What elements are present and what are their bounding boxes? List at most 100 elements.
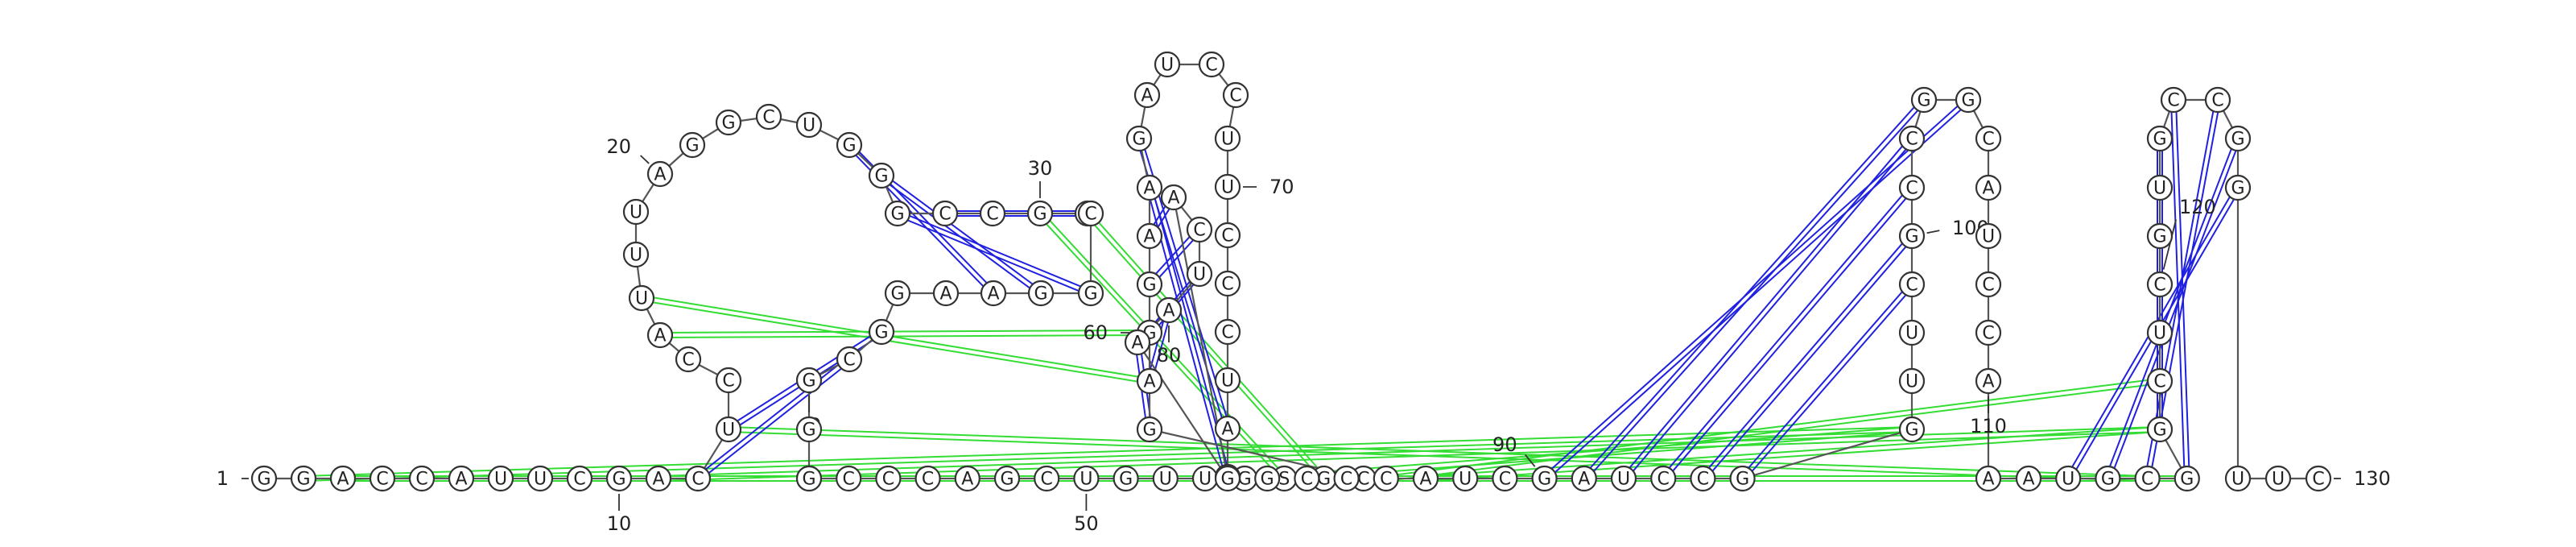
nucleotide-letter: C	[1982, 276, 1994, 296]
position-marker: 10	[607, 494, 632, 535]
nucleotide-66: U	[1154, 51, 1181, 78]
nucleotide-letter: A	[961, 470, 973, 490]
nucleotide-letter: C	[722, 371, 734, 392]
nucleotide-3: A	[329, 465, 357, 492]
nucleotide-letter: A	[1162, 301, 1174, 321]
nucleotide-letter: A	[1131, 334, 1143, 354]
base-pair	[1620, 136, 1915, 481]
nucleotide-30: G	[1026, 200, 1054, 227]
nucleotide-letter: C	[1229, 86, 1241, 106]
nucleotide-letter: G	[1917, 91, 1930, 111]
nucleotide-49: C	[1034, 465, 1060, 492]
nucleotide-122: U	[2146, 174, 2174, 201]
nucleotide-letter: G	[1538, 470, 1551, 490]
nucleotide-letter: C	[1380, 470, 1392, 490]
nucleotide-letter: U	[1905, 324, 1918, 344]
nucleotide-letter: C	[1697, 470, 1709, 490]
nucleotide-82: G	[1214, 465, 1241, 492]
nucleotide-83: G	[1254, 465, 1281, 492]
nucleotide-102: C	[1898, 125, 1926, 152]
base-pair	[2104, 137, 2241, 480]
nucleotide-letter: C	[2211, 91, 2223, 111]
nucleotide-61: G	[1136, 271, 1163, 298]
nucleotide-104: G	[1955, 86, 1982, 114]
nucleotide-36: A	[932, 280, 960, 307]
nucleotide-letter: U	[803, 116, 815, 136]
nucleotide-letter: C	[939, 205, 951, 225]
nucleotide-17: U	[628, 284, 655, 312]
nucleotide-letter: U	[1221, 178, 1234, 198]
position-label: 10	[607, 512, 632, 535]
nucleotide-14: C	[715, 367, 742, 394]
nucleotide-68: C	[1222, 81, 1249, 109]
position-marker: 60	[1083, 321, 1134, 344]
position-label: 70	[1269, 176, 1294, 198]
nucleotide-letter: G	[612, 470, 625, 490]
nucleotide-84: C	[1294, 465, 1320, 492]
nucleotide-letter: C	[2167, 91, 2179, 111]
nucleotide-62: A	[1136, 222, 1163, 250]
nucleotide-59: A	[1136, 367, 1163, 395]
position-marker: 50	[1074, 494, 1099, 535]
nucleotide-74: U	[1214, 367, 1241, 394]
nucleotide-letter: C	[1084, 205, 1096, 225]
position-marker: 90	[1492, 433, 1536, 467]
nucleotide-9: C	[566, 465, 593, 492]
position-label: 30	[1028, 157, 1053, 180]
nucleotide-15: C	[675, 346, 702, 373]
nucleotide-11: A	[645, 465, 672, 492]
nucleotide-44: C	[836, 465, 862, 492]
nucleotide-32: C	[1077, 200, 1104, 227]
nucleotide-114: G	[2095, 465, 2121, 492]
nucleotide-6: A	[448, 465, 475, 492]
base-pair	[2170, 99, 2190, 479]
nucleotide-1: G	[250, 465, 278, 492]
nucleotide-letter: G	[1961, 91, 1975, 111]
nucleotide-129: U	[2264, 465, 2292, 492]
nucleotide-letter: G	[1905, 421, 1918, 441]
nucleotide-letter: G	[1220, 470, 1234, 490]
nucleotide-118: C	[2146, 367, 2174, 395]
nucleotide-letter: G	[890, 205, 904, 225]
nucleotide-letter: A	[1143, 372, 1155, 392]
nucleotide-52: U	[1152, 465, 1179, 492]
nucleotide-letter: U	[1159, 470, 1172, 490]
nucleotide-letter: A	[1982, 179, 1994, 199]
position-marker: 30	[1028, 157, 1053, 198]
nucleotide-letter: C	[1301, 470, 1313, 490]
base-pair	[1581, 97, 1926, 481]
nucleotide-125: C	[2204, 86, 2231, 114]
nucleotide-letter: G	[890, 284, 904, 305]
nucleotide-letter: C	[882, 470, 894, 490]
nucleotide-letter: S	[1278, 470, 1290, 490]
nucleotide-97: U	[1898, 367, 1926, 395]
nucleotide-letter: U	[2153, 179, 2166, 199]
nucleotide-40: G	[795, 367, 823, 394]
nucleotide-22: G	[715, 109, 742, 136]
pseudoknot-pair	[1085, 211, 1327, 481]
nucleotide-21: G	[679, 131, 706, 159]
nucleotide-letter: C	[2312, 470, 2324, 490]
nucleotide-2: G	[290, 465, 317, 492]
nucleotide-letter: G	[1034, 284, 1047, 305]
nucleotide-letter: U	[1161, 56, 1174, 76]
nucleotide-70: U	[1214, 173, 1241, 201]
nucleotide-72: C	[1214, 270, 1241, 297]
nucleotide-124: C	[2160, 86, 2187, 114]
nucleotide-letter: C	[691, 470, 704, 490]
nucleotide-37: G	[884, 280, 911, 307]
nucleotide-51: G	[1113, 465, 1139, 492]
nucleotide-18: U	[622, 241, 650, 268]
nucleotide-26: G	[868, 162, 895, 189]
position-marker: 110	[1970, 396, 2007, 437]
nucleotide-110: A	[1975, 367, 2002, 395]
position-label: 130	[2354, 467, 2391, 490]
nucleotide-letter: A	[1578, 470, 1590, 490]
position-marker: 20	[606, 135, 650, 164]
nucleotide-letter: A	[1143, 227, 1155, 247]
nucleotide-19: U	[622, 198, 650, 226]
nucleotide-101: C	[1898, 174, 1926, 201]
position-marker: 70	[1243, 176, 1294, 198]
